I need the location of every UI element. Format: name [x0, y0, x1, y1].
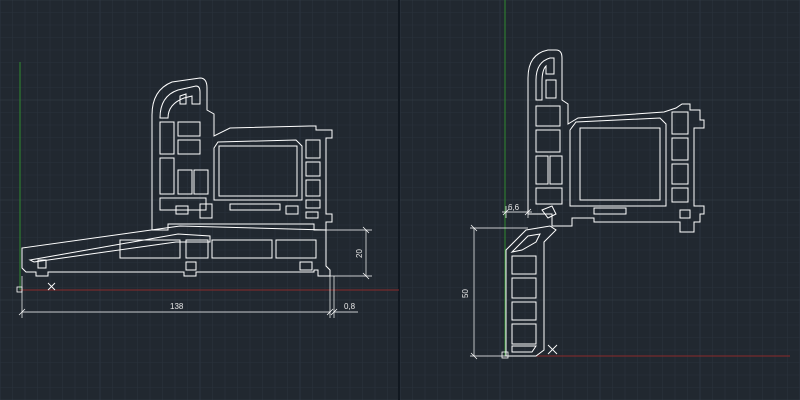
dim-offset-left: 0,8: [344, 302, 356, 311]
square-origin-icon: [501, 351, 509, 359]
dim-width-left: 138: [170, 302, 184, 311]
dim-height-right: 50: [461, 289, 470, 298]
dim-height-left: 20: [355, 249, 364, 258]
right-sill-profile[interactable]: [505, 225, 557, 357]
square-origin-icon: [16, 286, 23, 293]
dim-step-right: 6,6: [508, 203, 520, 212]
left-dimensions: [18, 226, 372, 318]
x-mark-icon: [547, 344, 558, 355]
x-mark-icon: [47, 282, 56, 291]
right-dimensions: [470, 206, 532, 360]
right-frame-profile[interactable]: [527, 49, 705, 233]
left-sill-profile[interactable]: [21, 77, 333, 277]
